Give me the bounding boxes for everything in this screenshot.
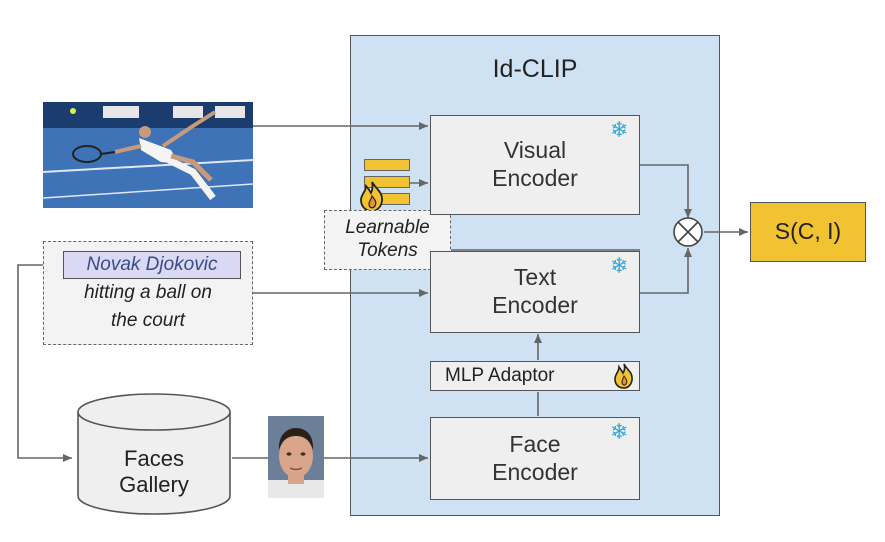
visual-encoder-line2: Encoder xyxy=(492,165,578,191)
faces-gallery-label: Faces Gallery xyxy=(78,440,230,504)
text-encoder-box: Text Encoder xyxy=(430,251,640,333)
text-encoder-line2: Encoder xyxy=(492,292,578,318)
learnable-tokens-line2: Tokens xyxy=(357,240,418,261)
learnable-token-1 xyxy=(364,159,410,171)
visual-encoder-line1: Visual xyxy=(503,137,567,164)
caption-name-highlight: Novak Djokovic xyxy=(63,251,241,279)
snowflake-icon: ❄ xyxy=(610,419,629,444)
caption-name: Novak Djokovic xyxy=(86,253,218,275)
mlp-adaptor-box: MLP Adaptor xyxy=(430,361,640,391)
score-box: S(C, I) xyxy=(750,202,866,262)
learnable-tokens-line1: Learnable xyxy=(345,217,430,239)
tennis-player-image xyxy=(43,102,253,208)
caption-line2: hitting a ball on xyxy=(84,281,212,303)
learnable-tokens-label: Learnable Tokens xyxy=(324,210,451,270)
text-to-combine-arrow xyxy=(640,248,692,294)
face-encoder-box: Face Encoder xyxy=(430,417,640,500)
flame-icon xyxy=(360,181,383,212)
caption-line3: the court xyxy=(111,309,185,331)
face-encoder-line2: Encoder xyxy=(492,458,578,485)
id-clip-title: Id-CLIP xyxy=(492,55,578,83)
mlp-adaptor-label: MLP Adaptor xyxy=(445,364,555,386)
combine-icon xyxy=(673,217,703,247)
learnable-token-2 xyxy=(364,176,410,188)
text-encoder-line1: Text xyxy=(513,264,557,291)
face-photo-image xyxy=(268,416,324,498)
visual-encoder-box: Visual Encoder xyxy=(430,115,640,215)
faces-gallery-cylinder xyxy=(77,393,231,515)
visual-to-combine-arrow xyxy=(640,164,692,218)
snowflake-icon: ❄ xyxy=(610,117,629,142)
name-to-gallery-arrow xyxy=(17,264,72,462)
faces-gallery-line2: Gallery xyxy=(119,472,189,497)
faces-gallery-line1: Faces xyxy=(124,445,184,471)
face-encoder-line1: Face xyxy=(509,430,561,457)
snowflake-icon: ❄ xyxy=(610,253,629,278)
flame-icon xyxy=(614,363,633,389)
score-label: S(C, I) xyxy=(774,218,842,245)
